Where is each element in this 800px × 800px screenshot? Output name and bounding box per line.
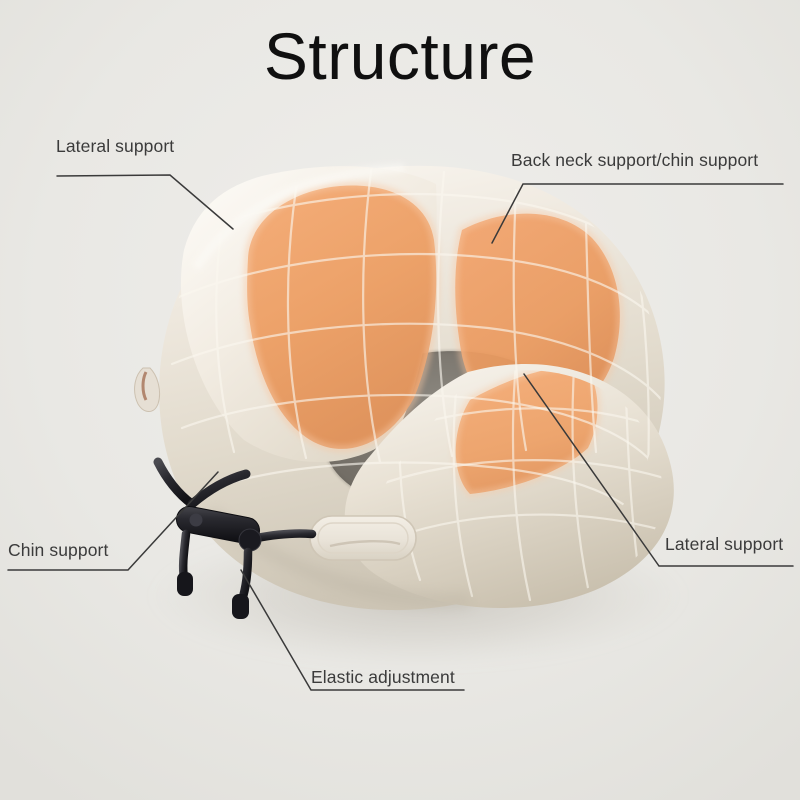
callout-label-lateral-support-right: Lateral support [665, 534, 784, 554]
right-pad-soft-edge [452, 370, 601, 498]
leader-elastic-adjustment [240, 569, 465, 691]
brand-tag [309, 515, 417, 561]
left-pad-soft-edge [243, 181, 440, 453]
rim-highlight [192, 163, 405, 271]
left-lateral-support-pad [247, 185, 437, 449]
callout-label-chin-support: Chin support [8, 540, 109, 560]
pillow-group [134, 163, 674, 619]
cord-lock-toggle [176, 505, 262, 552]
cord-tip-left [177, 572, 193, 596]
callout-label-back-neck-support: Back neck support/chin support [511, 150, 759, 170]
cord-lock-button [189, 513, 203, 527]
callout-label-elastic-adjustment: Elastic adjustment [311, 667, 455, 687]
brand-tag-inner-ring [317, 522, 409, 554]
callout-label-lateral-support-left: Lateral support [56, 136, 175, 156]
side-loop-accent [141, 371, 148, 401]
highlight-zones [243, 181, 624, 453]
cord-tail-left [178, 529, 191, 583]
cord-upper-right [187, 469, 251, 509]
leader-chin-support [7, 471, 219, 571]
leader-back-neck-support [491, 183, 784, 244]
leader-lateral-support-left [56, 174, 234, 230]
leader-lateral-support-right [523, 373, 794, 567]
page-title: Structure [263, 19, 537, 93]
cord-tip-right [232, 594, 249, 619]
leader-lines [7, 174, 794, 691]
brand-tag-emboss [329, 540, 401, 548]
side-loop-tab [134, 367, 161, 412]
cord-lock-collar [238, 528, 262, 552]
